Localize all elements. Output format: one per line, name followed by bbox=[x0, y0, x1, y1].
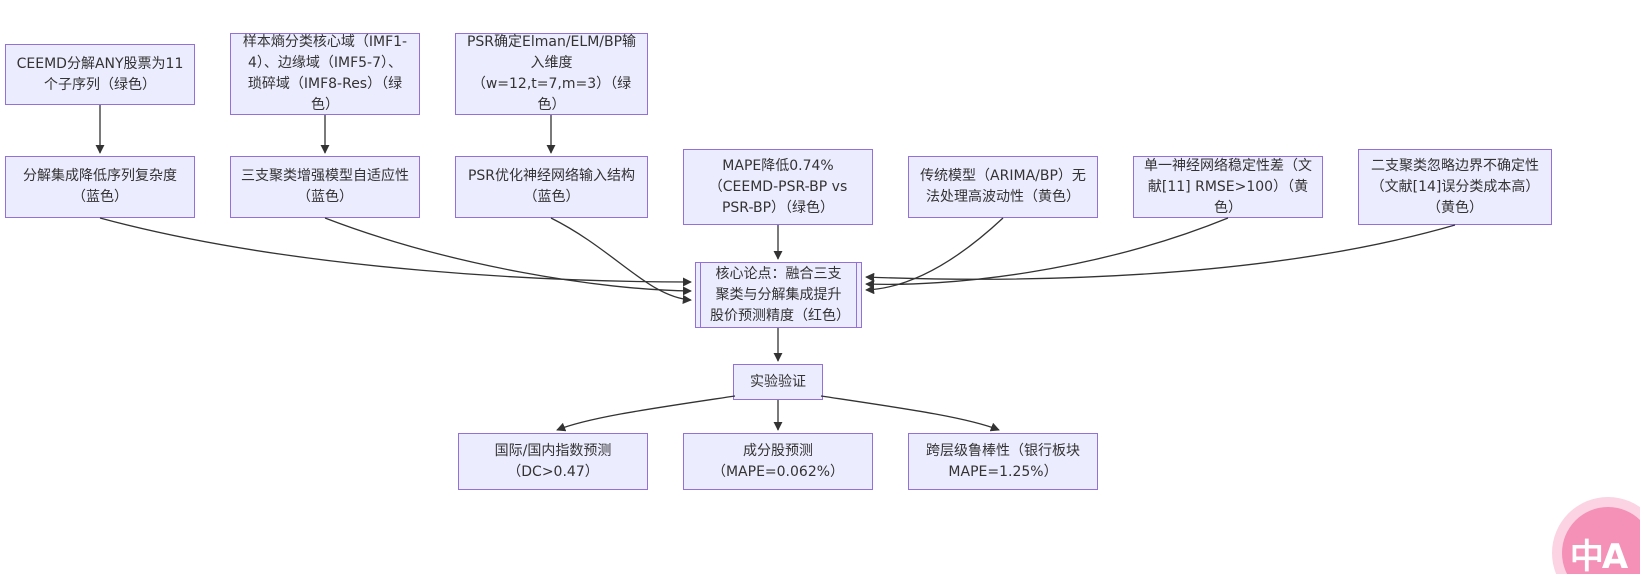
node-experiment-validation: 实验验证 bbox=[733, 364, 823, 400]
edge-singlenn-to-core bbox=[865, 217, 1229, 289]
node-threeway-benefit: 三支聚类增强模型自适应性（蓝色） bbox=[230, 156, 420, 218]
node-psr-benefit: PSR优化神经网络输入结构（蓝色） bbox=[455, 156, 648, 218]
node-core-thesis: 核心论点：融合三支聚类与分解集成提升股价预测精度（红色） bbox=[695, 262, 862, 328]
node-index-forecast: 国际/国内指数预测（DC>0.47） bbox=[458, 433, 648, 490]
edge-twoway-to-core bbox=[865, 224, 1456, 282]
node-decomp-benefit: 分解集成降低序列复杂度（蓝色） bbox=[5, 156, 195, 218]
edge-psrbenefit-to-core bbox=[550, 217, 692, 304]
node-single-nn-limit: 单一神经网络稳定性差（文献[11] RMSE>100）（黄色） bbox=[1133, 156, 1323, 218]
node-psr-input-dimension: PSR确定Elman/ELM/BP输入维度（w=12,t=7,m=3）（绿色） bbox=[455, 33, 648, 115]
node-sample-entropy: 样本熵分类核心域（IMF1-4）、边缘域（IMF5-7）、琐碎域（IMF8-Re… bbox=[230, 33, 420, 115]
node-cross-level-robustness: 跨层级鲁棒性（银行板块MAPE=1.25%） bbox=[908, 433, 1098, 490]
edge-traditional-to-core bbox=[865, 217, 1004, 295]
translate-button-inner: 中A bbox=[1562, 507, 1640, 574]
edge-experiment-to-robust bbox=[820, 395, 1000, 432]
node-twoway-limit: 二支聚类忽略边界不确定性（文献[14]误分类成本高）（黄色） bbox=[1358, 149, 1552, 225]
edge-experiment-to-index bbox=[556, 395, 736, 432]
node-traditional-limit: 传统模型（ARIMA/BP）无法处理高波动性（黄色） bbox=[908, 156, 1098, 218]
edge-decomp-to-core bbox=[99, 217, 692, 287]
node-ceemd-decomposition: CEEMD分解ANY股票为11个子序列（绿色） bbox=[5, 44, 195, 105]
translate-icon: 中A bbox=[1569, 536, 1628, 574]
edge-threeway-to-core bbox=[324, 217, 692, 296]
translate-button[interactable]: 中A bbox=[1552, 497, 1640, 574]
node-constituent-forecast: 成分股预测（MAPE=0.062%） bbox=[683, 433, 873, 490]
node-mape-improvement: MAPE降低0.74%（CEEMD-PSR-BP vs PSR-BP）（绿色） bbox=[683, 149, 873, 225]
